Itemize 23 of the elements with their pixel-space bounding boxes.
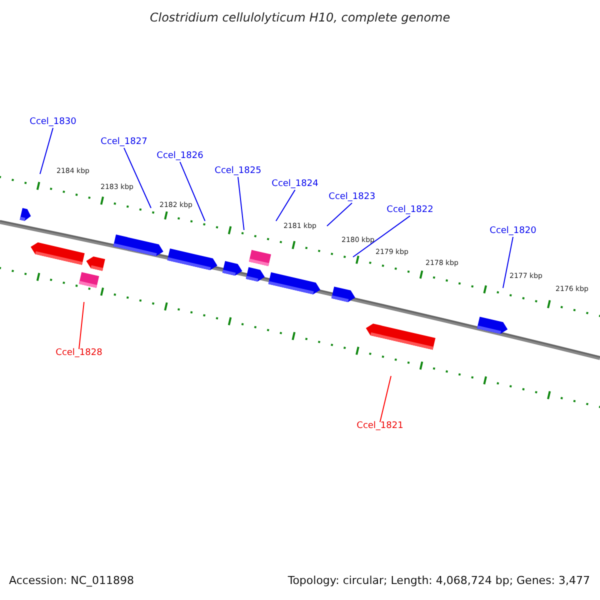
gene-label: Ccel_1823 <box>328 193 376 203</box>
gene-label: Ccel_1821 <box>356 422 404 432</box>
title: Clostridium cellulolyticum H10, complete genome <box>150 11 450 25</box>
leader-line <box>380 376 392 423</box>
gene-label: Ccel_1827 <box>100 138 148 148</box>
leader-line <box>180 161 206 222</box>
gene-label: Ccel_1826 <box>156 152 204 162</box>
gene-label: Ccel_1830 <box>30 118 76 128</box>
leader-line <box>78 302 84 350</box>
leader-line <box>352 215 410 258</box>
gene-label: Ccel_1824 <box>272 180 318 190</box>
leader-line <box>326 202 352 226</box>
accession-text: Accession: NC_011898 <box>9 574 134 588</box>
leader-line <box>40 127 54 174</box>
gene-label: Ccel_1822 <box>386 206 434 216</box>
leader-line <box>238 176 244 230</box>
leader-line <box>502 236 514 288</box>
leader-line <box>124 147 152 208</box>
genome-summary-text: Topology: circular; Length: 4,068,724 bp; Genes: 3,477 <box>288 574 590 588</box>
gene-label: Ccel_1820 <box>490 227 536 237</box>
leader-line <box>276 189 296 222</box>
gene-label: Ccel_1825 <box>214 167 262 177</box>
gene-label: Ccel_1828 <box>56 349 102 359</box>
